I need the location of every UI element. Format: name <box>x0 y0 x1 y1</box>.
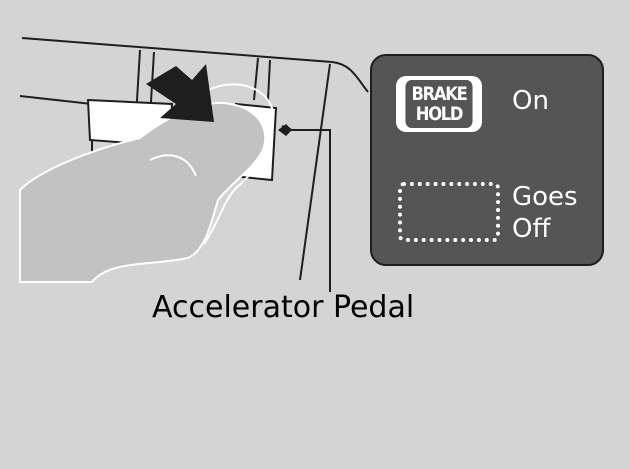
pedal-column-right-inner <box>267 59 271 101</box>
indicator-off-label: Goes Off <box>512 181 578 245</box>
dashboard-edge <box>21 37 369 93</box>
indicator-on-label: On <box>512 86 549 116</box>
indicator-off-label-line1: Goes <box>512 182 578 212</box>
callout-leader-dot <box>278 124 292 136</box>
driver-foot <box>19 101 267 283</box>
accelerator-pedal-label: Accelerator Pedal <box>152 290 415 325</box>
brake-hold-line1: BRAKE <box>411 83 467 105</box>
brake-hold-badge-text: BRAKE HOLD <box>405 80 473 128</box>
brake-hold-line2: HOLD <box>415 103 464 125</box>
pedal-column-right <box>253 57 259 101</box>
press-arrow-icon <box>146 64 214 122</box>
callout-leader-line <box>281 125 331 292</box>
ankle-crease <box>149 154 197 177</box>
foot-outline-ghost <box>199 83 275 245</box>
floor-wall-line <box>299 63 331 281</box>
brake-hold-indicator-icon: BRAKE HOLD <box>396 76 482 132</box>
indicator-off-label-line2: Off <box>512 214 551 244</box>
indicator-off-outline-icon <box>398 182 500 242</box>
brake-hold-indicator-panel: BRAKE HOLD On Goes Off <box>370 54 604 266</box>
